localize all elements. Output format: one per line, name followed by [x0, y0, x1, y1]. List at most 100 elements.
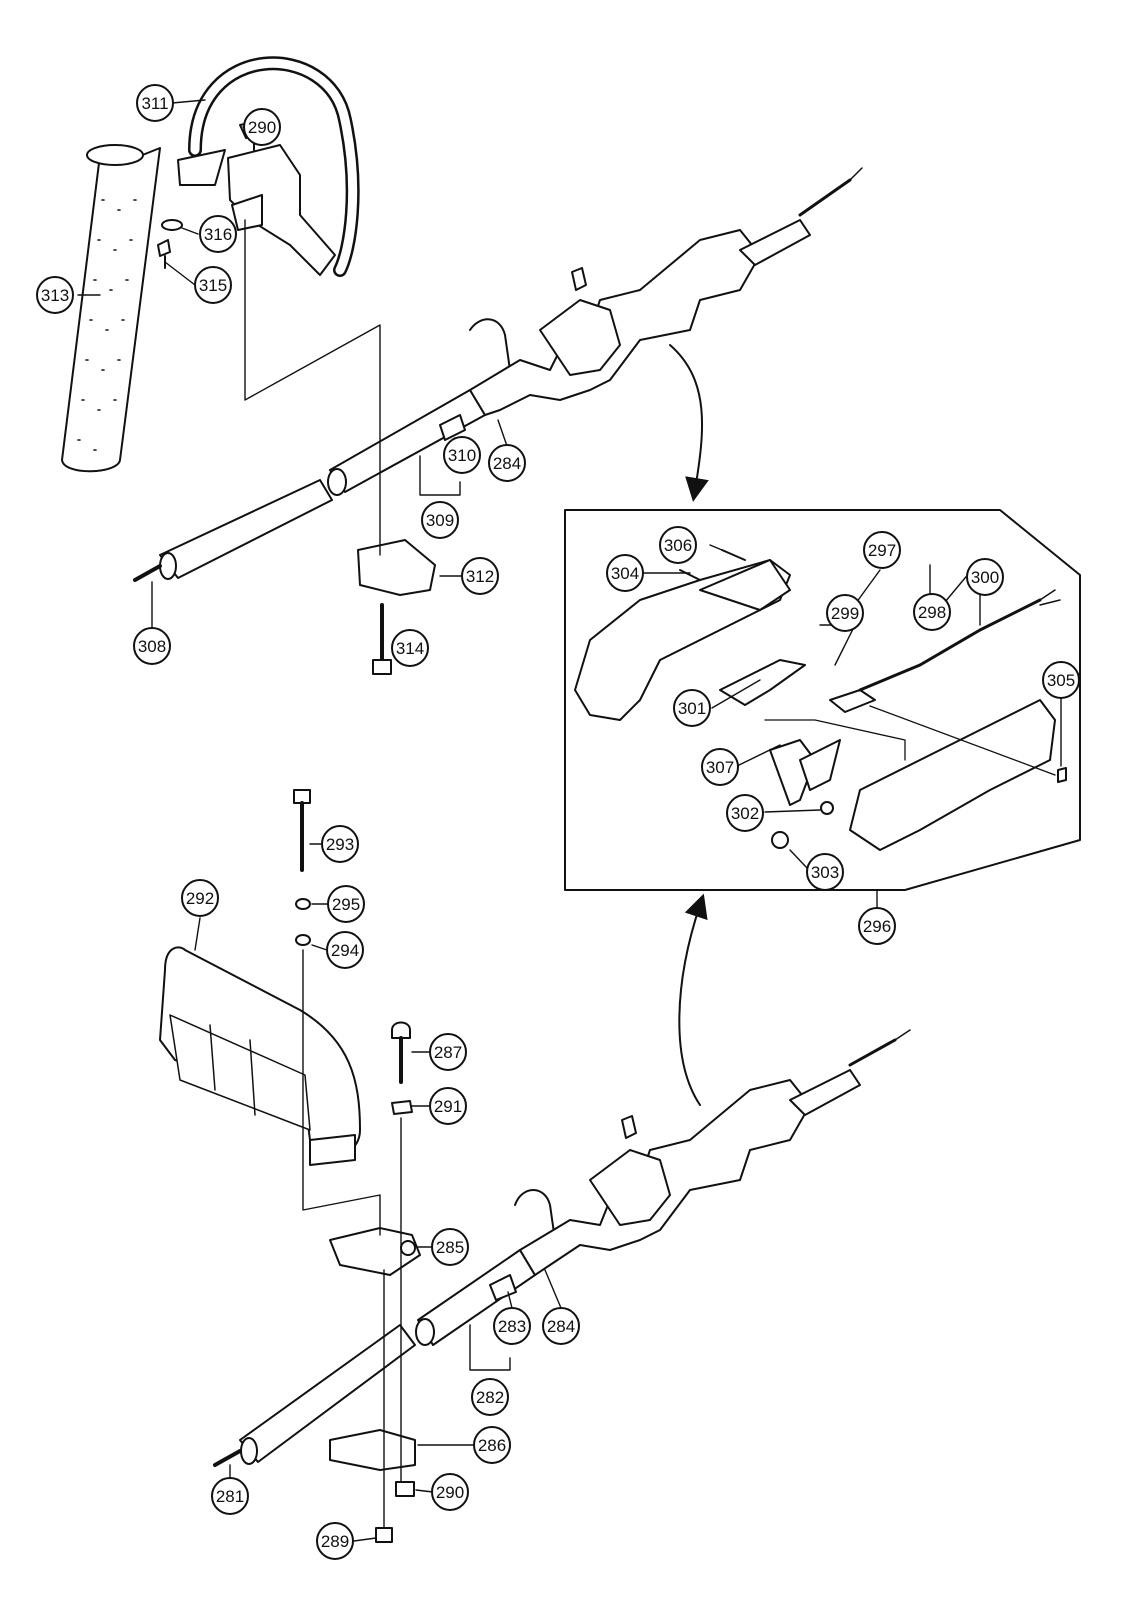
- callout-number: 296: [863, 917, 891, 936]
- callout-301: 301: [673, 689, 711, 727]
- callout-circle: [429, 1033, 467, 1071]
- callout-circle: [471, 1378, 509, 1416]
- callout-number: 282: [476, 1388, 504, 1407]
- callout-number: 286: [478, 1436, 506, 1455]
- callout-313: 313: [36, 276, 74, 314]
- callout-299: 299: [826, 594, 864, 632]
- callout-number: 292: [186, 889, 214, 908]
- callout-circle: [863, 531, 901, 569]
- callout-circle: [1042, 661, 1080, 699]
- callout-number: 316: [204, 225, 232, 244]
- callout-number: 293: [326, 835, 354, 854]
- callout-292: 292: [181, 879, 219, 917]
- callout-297: 297: [863, 531, 901, 569]
- callout-number: 298: [918, 603, 946, 622]
- callout-310: 310: [443, 436, 481, 474]
- callout-number: 304: [611, 564, 639, 583]
- callout-circle: [421, 501, 459, 539]
- callout-circle: [966, 558, 1004, 596]
- callout-circle: [858, 907, 896, 945]
- callout-281: 281: [211, 1477, 249, 1515]
- callout-289: 289: [316, 1522, 354, 1560]
- callout-circle: [327, 885, 365, 923]
- callout-number: 312: [466, 567, 494, 586]
- callout-number: 307: [706, 758, 734, 777]
- callout-314: 314: [391, 629, 429, 667]
- callout-307: 307: [701, 748, 739, 786]
- callout-number: 299: [831, 604, 859, 623]
- callout-number: 290: [436, 1483, 464, 1502]
- engine-handle-upper: [439, 167, 863, 441]
- callout-number: 311: [141, 94, 168, 113]
- callout-circle: [443, 436, 481, 474]
- callout-circle: [431, 1228, 469, 1266]
- callout-circle: [429, 1087, 467, 1125]
- callout-316: 316: [199, 215, 237, 253]
- callout-291: 291: [429, 1087, 467, 1125]
- assembly-guide-lines-upper: [244, 219, 381, 556]
- callout-number: 308: [138, 637, 166, 656]
- assembly-guide-lines-lower: [302, 949, 402, 1529]
- foam-grip-313: [61, 144, 161, 473]
- nut-291: [391, 1100, 413, 1115]
- bolt-314: [372, 603, 392, 675]
- callout-circle: [606, 554, 644, 592]
- callout-circle: [133, 627, 171, 665]
- bolt-293: [293, 789, 311, 872]
- callout-number: 309: [426, 511, 454, 530]
- callout-circle: [211, 1477, 249, 1515]
- callout-number: 315: [199, 276, 227, 295]
- callout-circle: [461, 557, 499, 595]
- washer-316: [161, 219, 183, 231]
- callout-circle: [316, 1522, 354, 1560]
- callout-number: 289: [321, 1532, 349, 1551]
- callout-circle: [726, 794, 764, 832]
- callout-circle: [473, 1426, 511, 1464]
- washer-295: [295, 898, 311, 910]
- callout-circle: [194, 266, 232, 304]
- callout-circle: [431, 1473, 469, 1511]
- callout-circle: [913, 593, 951, 631]
- callout-number: 297: [868, 541, 896, 560]
- callout-315: 315: [194, 266, 232, 304]
- callout-circle: [136, 84, 174, 122]
- engine-handle-lower: [514, 1029, 911, 1276]
- callout-294: 294: [326, 931, 364, 969]
- callout-285: 285: [431, 1228, 469, 1266]
- washer-294: [295, 934, 311, 946]
- callout-300: 300: [966, 558, 1004, 596]
- nut-289: [375, 1527, 393, 1543]
- callout-number: 283: [498, 1317, 526, 1336]
- clamp-286-lower: [329, 1429, 416, 1471]
- callout-number: 281: [216, 1487, 244, 1506]
- callout-298: 298: [913, 593, 951, 631]
- callout-287: 287: [429, 1033, 467, 1071]
- callout-circle: [673, 689, 711, 727]
- callout-circle: [488, 444, 526, 482]
- callout-number: 313: [41, 286, 69, 305]
- callout-circle: [243, 108, 281, 146]
- bolt-287: [391, 1021, 411, 1084]
- callout-circle: [542, 1307, 580, 1345]
- callout-circle: [659, 526, 697, 564]
- callout-311: 311: [136, 84, 174, 122]
- callout-circle: [199, 215, 237, 253]
- callout-number: 284: [547, 1317, 575, 1336]
- clamp-312: [357, 539, 436, 596]
- callout-circle: [701, 748, 739, 786]
- callout-305: 305: [1042, 661, 1080, 699]
- callout-312: 312: [461, 557, 499, 595]
- callout-number: 301: [678, 699, 706, 718]
- callout-number: 294: [331, 941, 359, 960]
- callout-number: 285: [436, 1238, 464, 1257]
- callout-309: 309: [421, 501, 459, 539]
- callout-308: 308: [133, 627, 171, 665]
- callout-number: 314: [396, 639, 424, 658]
- callout-number: 310: [448, 446, 476, 465]
- detail-arrow-down: [669, 344, 709, 502]
- detail-arrow-up: [678, 893, 708, 1106]
- callout-circle: [391, 629, 429, 667]
- callout-302: 302: [726, 794, 764, 832]
- callout-circle: [36, 276, 74, 314]
